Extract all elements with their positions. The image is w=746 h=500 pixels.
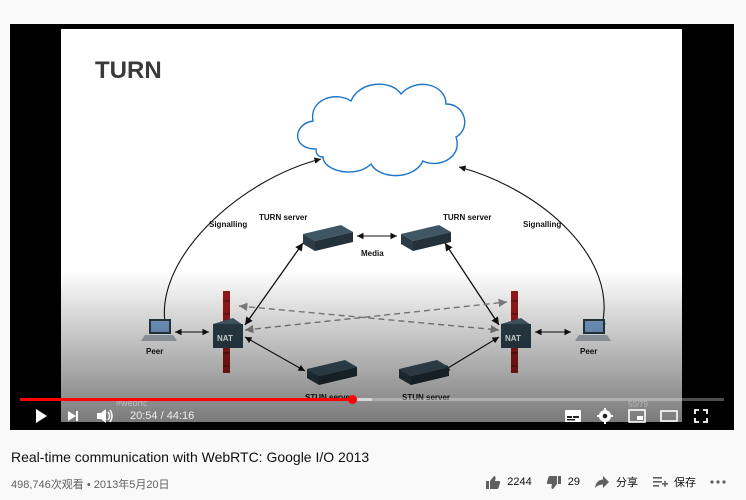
like-button[interactable]: 2244 <box>485 475 532 490</box>
volume-icon <box>97 409 113 423</box>
settings-button[interactable] <box>592 406 618 426</box>
stun-server-right-icon <box>399 360 449 385</box>
progress-played <box>20 398 353 401</box>
volume-button[interactable] <box>92 406 118 426</box>
save-button[interactable]: 保存 <box>652 474 696 490</box>
theater-mode-button[interactable] <box>656 406 682 426</box>
next-icon <box>68 411 78 421</box>
slide: TURN Signalling Signalling <box>61 29 682 422</box>
video-title: Real-time communication with WebRTC: Goo… <box>11 449 370 465</box>
dislike-icon <box>546 475 561 489</box>
more-icon <box>710 480 726 484</box>
scrubber-handle[interactable] <box>348 395 358 404</box>
nat-left-icon <box>213 318 243 348</box>
share-icon <box>595 476 609 488</box>
like-count: 2244 <box>507 476 532 488</box>
internet-cloud <box>297 83 466 177</box>
settings-icon <box>597 408 613 424</box>
save-label: 保存 <box>674 477 696 489</box>
turn-server-right-icon <box>401 225 451 251</box>
more-actions-button[interactable] <box>710 479 732 485</box>
stun-server-left-icon <box>307 360 357 385</box>
label-peer-right: Peer <box>580 347 597 356</box>
label-turn-left: TURN server <box>259 213 307 222</box>
label-nat-right: NAT <box>505 334 521 343</box>
video-meta: 498,746次观看 • 2013年5月20日 <box>11 479 170 491</box>
current-time: 20:54 <box>130 410 158 422</box>
controls-left: 20:54 / 44:16 <box>28 406 194 426</box>
miniplayer-button[interactable] <box>624 406 650 426</box>
turn-diagram: Signalling Signalling TURN server TURN s… <box>141 83 611 402</box>
subtitles-icon <box>565 410 581 422</box>
like-icon <box>486 475 501 489</box>
controls-right <box>560 406 720 426</box>
label-signalling-right: Signalling <box>523 220 561 229</box>
duration: 44:16 <box>166 410 195 422</box>
label-signalling-left: Signalling <box>209 220 247 229</box>
next-button[interactable] <box>60 406 86 426</box>
play-icon <box>36 409 47 423</box>
miniplayer-icon <box>628 409 646 423</box>
fullscreen-button[interactable] <box>688 406 714 426</box>
play-button[interactable] <box>28 406 54 426</box>
signalling-arrow-right <box>458 165 606 330</box>
time-separator: / <box>160 410 164 422</box>
dislike-count: 29 <box>567 476 580 488</box>
label-nat-left: NAT <box>217 334 233 343</box>
time-display: 20:54 / 44:16 <box>130 410 194 422</box>
share-button[interactable]: 分享 <box>594 474 638 490</box>
video-player[interactable]: TURN Signalling Signalling <box>10 24 734 430</box>
dislike-button[interactable]: 29 <box>546 475 580 490</box>
slide-watermark: #webrtc <box>116 398 148 408</box>
action-bar: 2244 29 分享 保存 <box>471 474 732 490</box>
peer-left-laptop-icon <box>141 319 177 341</box>
signalling-arrow-left <box>161 157 322 330</box>
slide-title: TURN <box>95 57 162 84</box>
subtitles-button[interactable] <box>560 406 586 426</box>
turn-server-left-icon <box>303 225 353 251</box>
nat-right-icon <box>501 318 531 348</box>
theater-icon <box>660 410 678 422</box>
label-peer-left: Peer <box>146 347 163 356</box>
save-icon <box>653 477 668 487</box>
share-label: 分享 <box>616 477 638 489</box>
peer-right-laptop-icon <box>575 319 611 341</box>
label-turn-right: TURN server <box>443 213 491 222</box>
fullscreen-icon <box>694 409 708 423</box>
label-media: Media <box>361 249 384 258</box>
slide-page-number: 50/79 <box>627 400 648 409</box>
progress-bar[interactable] <box>20 395 724 404</box>
